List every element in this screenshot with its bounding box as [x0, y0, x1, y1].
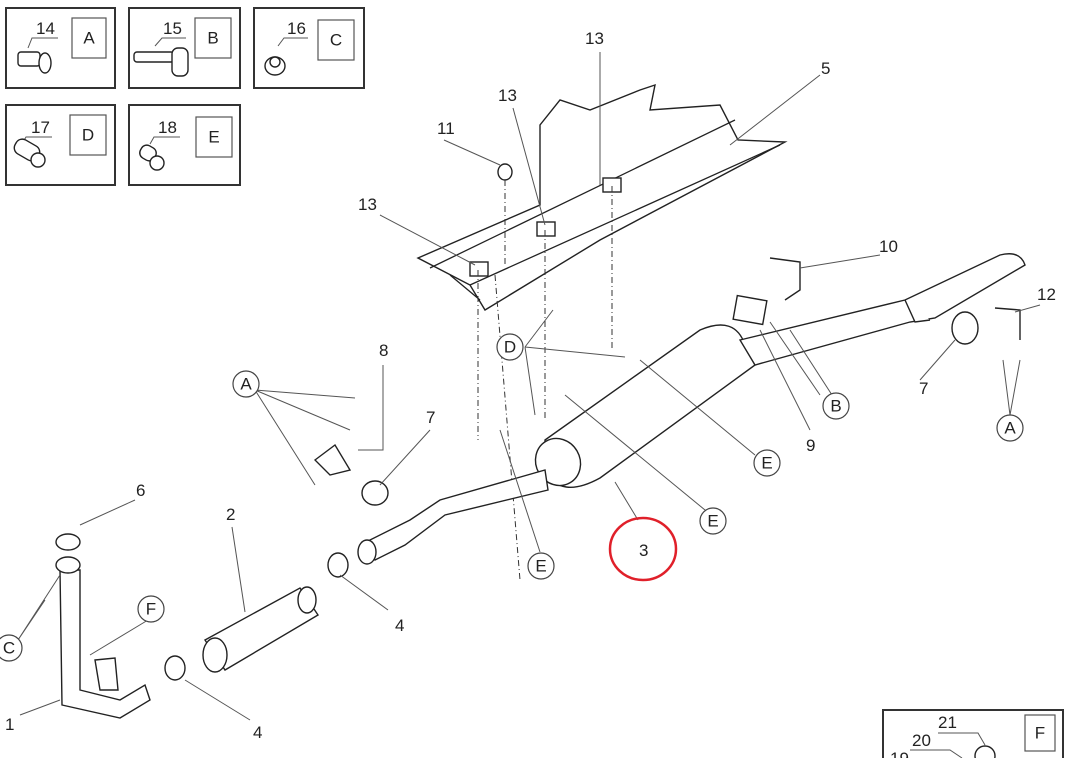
svg-text:C: C [330, 31, 342, 50]
callout-3: 3 [639, 541, 648, 560]
callout-8: 8 [379, 341, 388, 360]
callout-13: 13 [498, 86, 517, 105]
legend-item-e: E 18 [128, 104, 241, 186]
marker-e: E [753, 449, 781, 477]
svg-text:A: A [83, 29, 95, 48]
svg-text:21: 21 [938, 713, 957, 732]
svg-text:E: E [761, 454, 772, 473]
callout-1: 1 [5, 715, 14, 734]
legend-item-a: A 14 [5, 7, 116, 89]
legend-item-c: C 16 [253, 7, 365, 89]
legend-item-b: B 15 [128, 7, 241, 89]
svg-text:E: E [707, 512, 718, 531]
nut-icon [497, 163, 513, 181]
leader-lines [17, 52, 1041, 721]
svg-text:16: 16 [287, 19, 306, 38]
front-pipe [55, 533, 151, 719]
front-muffler [164, 552, 349, 681]
svg-text:F: F [1035, 724, 1045, 743]
hanger-bracket [732, 257, 1021, 345]
callout-4: 4 [395, 616, 404, 635]
clip-icon [469, 177, 622, 277]
callout-2: 2 [226, 505, 235, 524]
callout-7: 7 [426, 408, 435, 427]
marker-a: A [232, 370, 260, 398]
svg-text:C: C [3, 639, 15, 658]
callout-11: 11 [437, 119, 455, 138]
svg-text:D: D [82, 126, 94, 145]
svg-text:19: 19 [890, 749, 909, 758]
callout-6: 6 [136, 481, 145, 500]
svg-text:14: 14 [36, 19, 55, 38]
heat-shield [416, 83, 788, 311]
marker-a: A [996, 414, 1024, 442]
bolt-icon [139, 144, 165, 171]
svg-text:A: A [1004, 419, 1016, 438]
legend-item-d: D 17 [5, 104, 116, 186]
callout-9: 9 [806, 436, 815, 455]
detail-f-box: F 19 20 21 [882, 709, 1064, 758]
callout-4: 4 [253, 723, 262, 742]
callout-13: 13 [358, 195, 377, 214]
svg-text:18: 18 [158, 118, 177, 137]
svg-text:F: F [146, 600, 156, 619]
rear-muffler [534, 253, 1026, 488]
bolt-icon [133, 47, 189, 77]
marker-e: E [699, 507, 727, 535]
svg-text:B: B [207, 29, 218, 48]
intermediate-pipe [313, 443, 549, 565]
marker-d: D [496, 333, 524, 361]
nut-icon [264, 56, 286, 76]
bolt-icon [17, 51, 52, 74]
svg-text:15: 15 [163, 19, 182, 38]
svg-text:20: 20 [912, 731, 931, 750]
marker-b: B [822, 392, 850, 420]
marker-c: C [0, 634, 23, 662]
callout-13: 13 [585, 29, 604, 48]
callout-7: 7 [919, 379, 928, 398]
svg-text:D: D [504, 338, 516, 357]
marker-f: F [137, 595, 165, 623]
callout-5: 5 [821, 59, 830, 78]
highlight-circle [608, 516, 678, 582]
marker-e: E [527, 552, 555, 580]
svg-text:B: B [830, 397, 841, 416]
svg-text:E: E [208, 128, 219, 147]
svg-text:17: 17 [31, 118, 50, 137]
callout-10: 10 [879, 237, 898, 256]
bolt-icon [13, 138, 46, 168]
callout-12: 12 [1037, 285, 1056, 304]
svg-text:A: A [240, 375, 252, 394]
svg-text:E: E [535, 557, 546, 576]
